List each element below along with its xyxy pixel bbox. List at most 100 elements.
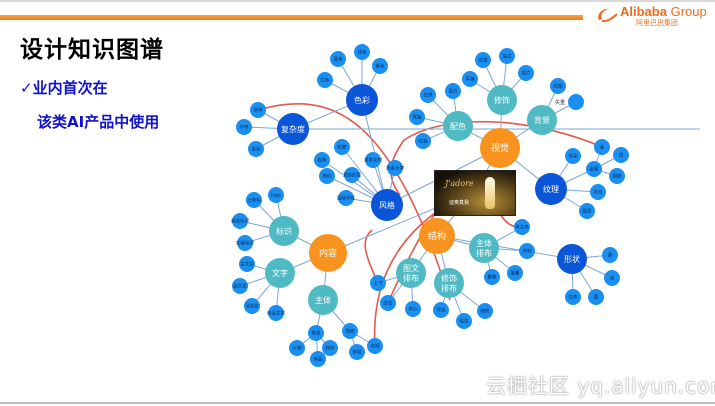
svg-text:排布: 排布 [476,248,492,258]
leaf-node: 金属 [586,161,602,177]
leaf-node: 平铺 [462,71,478,87]
leaf-node: 主文案 [239,256,255,272]
svg-text:logo: logo [271,193,281,199]
svg-text:纹理: 纹理 [479,57,488,64]
leaf-node: 铜铁 [609,168,625,184]
leaf-node: 土地标 [246,192,262,208]
svg-text:商品文案: 商品文案 [267,310,285,317]
bottom-border [0,402,715,404]
leaf-note: 失重 [555,99,565,106]
svg-text:立体: 立体 [569,294,578,301]
leaf-node: 仰视 [367,338,383,354]
svg-text:纹理: 纹理 [543,184,559,194]
leaf-node: 银 [613,147,629,163]
svg-text:复杂: 复杂 [252,146,261,153]
watermark: 云栖社区 yq.aliyun.com [486,374,715,398]
alibaba-group-logo: Alibaba Group 阿里巴巴集团 [596,3,711,27]
hub-node: 结构 [419,218,455,254]
svg-text:功能标识: 功能标识 [236,240,254,247]
svg-text:简约: 简约 [323,173,332,180]
leaf-node: 蓝白 [445,83,461,99]
svg-text:黑金大牌: 黑金大牌 [386,165,404,172]
category-node: 主体 [308,285,338,315]
leaf-node: 爱疯的面 [343,167,361,183]
svg-text:排布: 排布 [403,273,419,283]
leaf-node: 纸质 [579,203,595,219]
svg-text:面: 面 [594,295,599,301]
leaf-node: 堆叠 [507,265,523,281]
graph-nodes: 红色蓝色绿色紫色简单中等复杂轻奢极简简约爱疯的面果累农村黑金大牌国际中性红黑蓝白… [231,44,629,367]
svg-text:黑金: 黑金 [413,114,422,121]
leaf-node: 贴边 [456,313,472,329]
svg-text:银: 银 [619,152,624,159]
svg-text:内容: 内容 [319,247,337,259]
logo-subtitle: 阿里巴巴集团 [636,19,678,27]
category-node: 配色 [443,111,473,141]
leaf-node: 频道标识 [231,213,249,229]
svg-text:主文案: 主文案 [240,261,254,268]
category-node: 形状 [557,244,587,274]
svg-text:副文案: 副文案 [233,283,247,290]
svg-text:标识: 标识 [276,226,292,236]
svg-text:爱疯的面: 爱疯的面 [343,172,361,179]
leaf-node: 蓝色 [330,51,346,67]
svg-text:人物: 人物 [293,345,302,352]
leaf-node: 副文案 [232,278,248,294]
perfume-ad-image: J'adore 迪奥真我 [434,170,516,216]
leaf-node: 聚集 [484,269,500,285]
leaf-node: 花朵 [565,148,581,164]
leaf-node: 复杂 [248,141,264,157]
leaf-node: 极简 [314,152,330,168]
svg-text:物体: 物体 [326,345,335,352]
leaf-node: 类型 [308,325,324,341]
svg-text:主体: 主体 [315,295,331,305]
category-node: 标识 [269,216,299,246]
svg-text:中心: 中心 [409,306,418,313]
svg-text:轻奢: 轻奢 [338,144,347,151]
leaf-node: 活动名 [244,298,260,314]
leaf-node: 中心 [405,301,421,317]
svg-text:花朵: 花朵 [569,153,578,160]
header-accent-bar [0,15,583,20]
leaf-node: 角度 [342,323,358,339]
svg-text:配色: 配色 [450,121,466,131]
leaf-node: 红色 [317,72,333,88]
slide-title: 设计知识图谱 [20,37,164,63]
leaf-node: 对称 [519,243,535,259]
image-caption: 迪奥真我 [449,200,470,206]
svg-text:商品: 商品 [314,356,323,363]
svg-text:形状: 形状 [564,254,580,264]
leaf-node: 红金 [415,133,431,149]
svg-text:上下: 上下 [374,280,383,287]
svg-text:频道标识: 频道标识 [231,218,249,225]
leaf-node: 木纹 [590,184,606,200]
svg-text:贴边: 贴边 [503,53,512,60]
svg-text:贴边: 贴边 [460,318,469,325]
svg-text:文字: 文字 [272,268,288,278]
svg-text:纹图: 纹图 [554,83,563,90]
leaf-node: 贴边 [499,48,515,64]
svg-text:聚集: 聚集 [488,274,497,281]
leaf-node: 上下 [370,275,386,291]
leaf-node: logo [268,187,284,203]
svg-text:蓝白: 蓝白 [449,88,458,95]
category-node: 修饰 [487,85,517,115]
leaf-node: 绿色 [354,44,370,60]
svg-text:修饰: 修饰 [494,95,510,105]
svg-text:红黑: 红黑 [424,92,433,99]
svg-text:结构: 结构 [428,230,446,242]
leaf-node [568,94,584,110]
svg-text:对称: 对称 [523,248,532,255]
leaf-node: 人物 [289,340,305,356]
svg-text:果累农村: 果累农村 [364,157,382,164]
svg-text:紫色: 紫色 [376,63,385,70]
svg-text:简单: 简单 [254,107,263,114]
leaf-node: 俯视 [349,344,365,360]
svg-text:绿色: 绿色 [358,49,367,56]
leaf-node: 装片 [518,65,534,81]
svg-text:堆叠: 堆叠 [511,270,520,277]
leaf-node: 中等 [236,119,252,135]
